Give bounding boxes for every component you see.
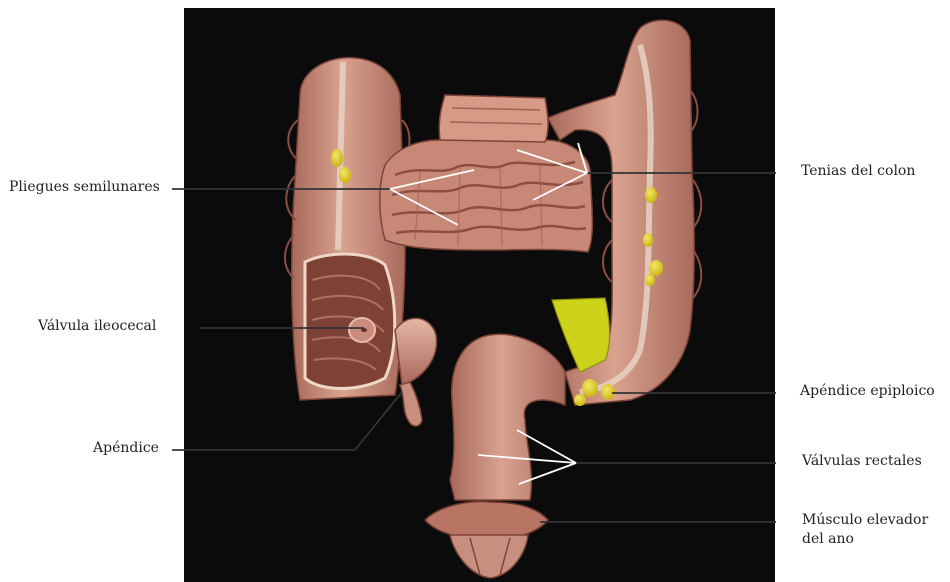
label-apendice-epiploico: Apéndice epiploico xyxy=(800,383,935,400)
label-valvula-ileocecal: Válvula ileocecal xyxy=(38,318,156,335)
label-pliegues-semilunares: Pliegues semilunares xyxy=(9,179,160,196)
cecum-opened xyxy=(305,254,395,388)
label-tenias-del-colon: Tenias del colon xyxy=(801,163,915,180)
label-musculo-elevador: Músculo elevador xyxy=(802,512,928,529)
label-apendice: Apéndice xyxy=(93,440,159,457)
label-valvulas-rectales: Válvulas rectales xyxy=(802,453,922,470)
label-del-ano: del ano xyxy=(802,531,854,548)
